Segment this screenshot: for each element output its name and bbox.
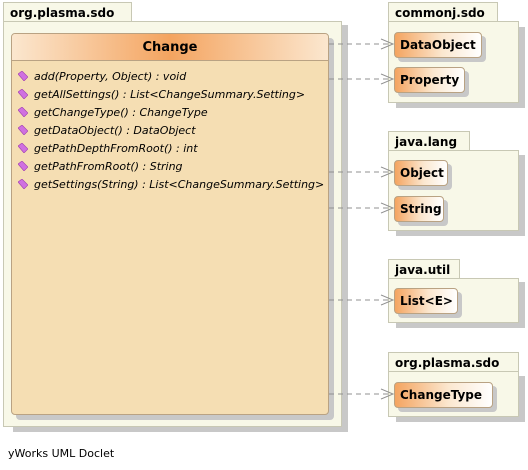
class-header: Change bbox=[12, 34, 328, 61]
package-tab-java-lang: java.lang bbox=[388, 131, 470, 151]
edge-object bbox=[329, 166, 395, 178]
class-name: String bbox=[400, 202, 442, 216]
edge-property bbox=[329, 73, 395, 85]
method-diamond-icon bbox=[18, 125, 28, 135]
package-name: commonj.sdo bbox=[395, 6, 485, 20]
method-row: getPathFromRoot() : String bbox=[18, 157, 328, 175]
package-tab-java-util: java.util bbox=[388, 259, 460, 279]
method-signature: getSettings(String) : List<ChangeSummary… bbox=[34, 177, 325, 191]
edge-string bbox=[329, 202, 395, 214]
class-change[interactable]: Change add(Property, Object) : void getA… bbox=[11, 33, 329, 415]
package-name: org.plasma.sdo bbox=[395, 356, 500, 370]
method-signature: getDataObject() : DataObject bbox=[34, 123, 196, 137]
method-signature: getPathDepthFromRoot() : int bbox=[34, 141, 198, 155]
method-signature: getPathFromRoot() : String bbox=[34, 159, 183, 173]
method-row: getAllSettings() : List<ChangeSummary.Se… bbox=[18, 85, 328, 103]
class-name: Change bbox=[142, 39, 198, 55]
class-name: DataObject bbox=[400, 38, 476, 52]
method-row: getDataObject() : DataObject bbox=[18, 121, 328, 139]
package-tab-commonj-sdo: commonj.sdo bbox=[388, 2, 498, 22]
method-diamond-icon bbox=[18, 161, 28, 171]
method-diamond-icon bbox=[18, 179, 28, 189]
class-string[interactable]: String bbox=[394, 196, 444, 222]
method-row: getSettings(String) : List<ChangeSummary… bbox=[18, 175, 328, 193]
class-name: Object bbox=[400, 166, 444, 180]
method-signature: add(Property, Object) : void bbox=[34, 69, 187, 83]
package-name: java.util bbox=[395, 263, 451, 277]
class-changetype[interactable]: ChangeType bbox=[394, 382, 493, 408]
method-row: add(Property, Object) : void bbox=[18, 67, 328, 85]
package-tab-org-plasma-sdo: org.plasma.sdo bbox=[388, 352, 519, 372]
method-diamond-icon bbox=[18, 107, 28, 117]
package-name: java.lang bbox=[395, 135, 458, 149]
edge-dataobject bbox=[329, 38, 395, 50]
method-diamond-icon bbox=[18, 71, 28, 81]
edge-changetype bbox=[329, 388, 395, 400]
method-diamond-icon bbox=[18, 89, 28, 99]
method-row: getChangeType() : ChangeType bbox=[18, 103, 328, 121]
class-name: List<E> bbox=[400, 294, 453, 308]
edge-list bbox=[329, 294, 395, 306]
package-tab-main: org.plasma.sdo bbox=[3, 2, 132, 22]
class-list[interactable]: List<E> bbox=[394, 288, 458, 314]
class-object[interactable]: Object bbox=[394, 160, 448, 186]
class-name: ChangeType bbox=[400, 388, 483, 402]
package-name-main: org.plasma.sdo bbox=[10, 6, 115, 20]
class-name: Property bbox=[400, 73, 460, 87]
method-row: getPathDepthFromRoot() : int bbox=[18, 139, 328, 157]
class-property[interactable]: Property bbox=[394, 67, 465, 93]
method-list: add(Property, Object) : void getAllSetti… bbox=[12, 61, 328, 193]
method-diamond-icon bbox=[18, 143, 28, 153]
method-signature: getChangeType() : ChangeType bbox=[34, 105, 208, 119]
class-dataobject[interactable]: DataObject bbox=[394, 32, 482, 58]
footer-credit: yWorks UML Doclet bbox=[8, 447, 115, 460]
method-signature: getAllSettings() : List<ChangeSummary.Se… bbox=[34, 87, 306, 101]
